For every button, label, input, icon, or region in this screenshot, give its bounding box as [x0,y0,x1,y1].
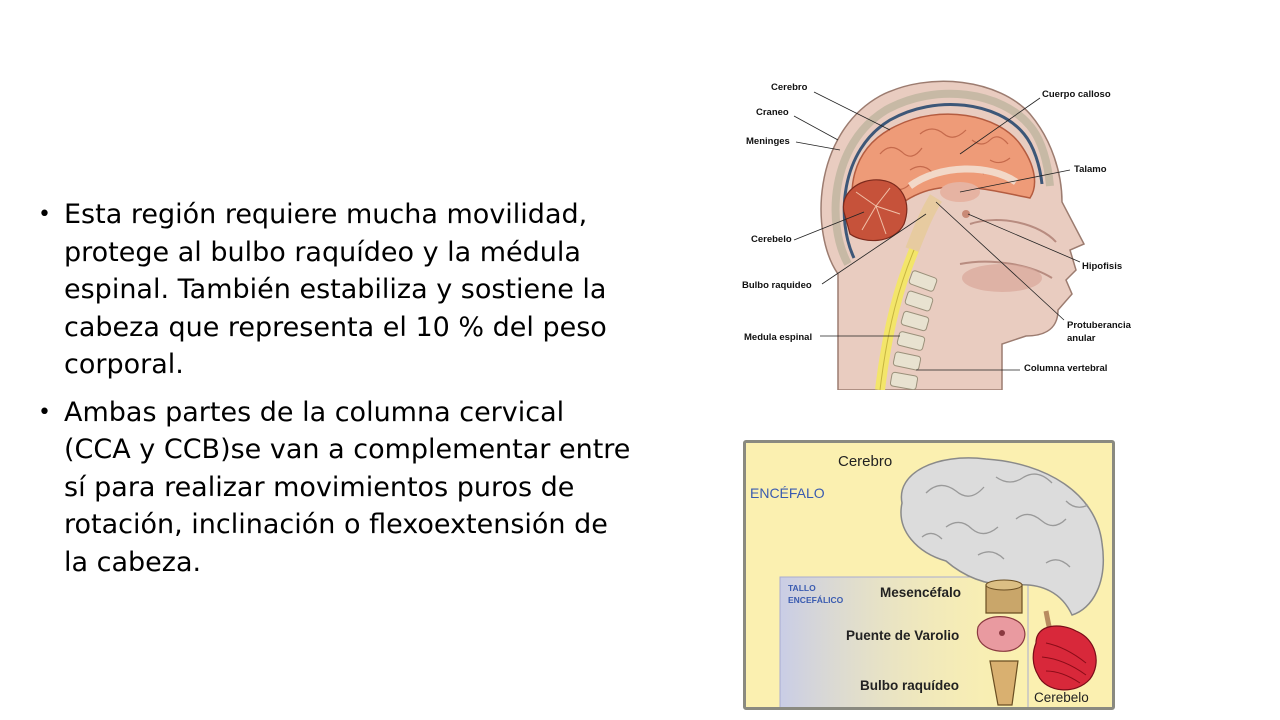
bullet-dot-icon: • [38,399,51,425]
encefalo-illustration [779,457,1104,707]
label-craneo: Craneo [756,107,789,118]
diagram-label-cerebro: Cerebro [838,453,893,470]
label-medula-espinal: Medula espinal [744,332,813,343]
label-cerebro: Cerebro [771,82,808,93]
diagram-label-encefalico: ENCEFÁLICO [788,595,844,605]
label-bulbo-raquideo: Bulbo raquideo [742,280,812,291]
mesencefalo-shape [985,579,1023,614]
label-cuerpo-calloso: Cuerpo calloso [1042,89,1111,100]
diagram-label-encefalo: ENCÉFALO [750,485,825,501]
head-sagittal-illustration [793,74,1086,390]
bullet-text: Ambas partes de la columna cervical (CCA… [64,396,631,578]
diagram-label-tallo: TALLO [788,583,816,593]
bullet-item: • Esta región requiere mucha movilidad, … [38,196,638,384]
label-columna-vertebral: Columna vertebral [1024,363,1108,374]
label-meninges: Meninges [746,136,790,147]
label-talamo: Talamo [1074,164,1107,175]
bullet-item: • Ambas partes de la columna cervical (C… [38,394,638,582]
diagram-label-puente-de-varolio: Puente de Varolio [846,628,960,643]
bullet-dot-icon: • [38,202,51,227]
diagram-label-bulbo-raquideo: Bulbo raquídeo [860,678,959,693]
label-cerebelo: Cerebelo [751,234,792,245]
bullet-list: • Esta región requiere mucha movilidad, … [38,196,638,591]
head-sagittal-figure: Cerebro Craneo Meninges Cerebelo Bulbo r… [740,74,1160,390]
label-protuberancia: Protuberancia [1067,320,1131,331]
diagram-label-cerebelo: Cerebelo [1034,690,1089,705]
diagram-label-mesencefalo: Mesencéfalo [880,585,962,600]
label-hipofisis: Hipofisis [1082,261,1123,272]
encefalo-diagram: Cerebro ENCÉFALO TALLO ENCEFÁLICO Mesenc… [743,440,1115,710]
bullet-text: Esta región requiere mucha movilidad, pr… [64,199,607,380]
label-anular: anular [1067,333,1096,344]
